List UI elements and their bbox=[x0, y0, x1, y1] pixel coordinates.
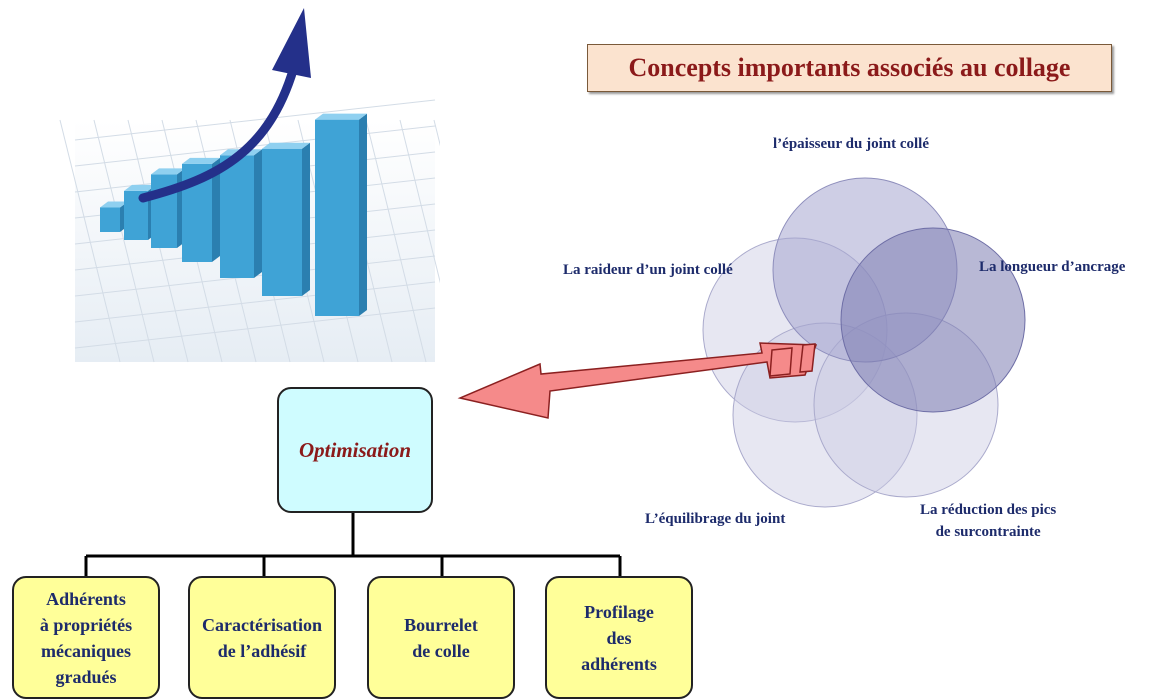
bar-side bbox=[212, 157, 220, 262]
optimisation-box: Optimisation bbox=[277, 387, 433, 513]
venn-label-raideur: La raideur d’un joint collé bbox=[563, 262, 733, 278]
arrow-to-optimisation bbox=[457, 342, 818, 419]
bar-side bbox=[359, 113, 367, 317]
venn-label-reduction: La réduction des pics de surcontrainte bbox=[920, 502, 1057, 540]
bar-top bbox=[124, 184, 156, 191]
bar-top bbox=[182, 157, 220, 164]
venn-label-epaisseur: l’épaisseur du joint collé bbox=[773, 136, 929, 152]
bar-top bbox=[151, 168, 185, 175]
bar-top bbox=[100, 201, 128, 208]
arrow-dash-1 bbox=[769, 347, 793, 377]
growth-chart-illustration bbox=[59, 8, 440, 363]
title-box: Concepts importants associés au collage bbox=[587, 44, 1112, 92]
venn-circle-longueur bbox=[840, 227, 1026, 413]
bar-top bbox=[315, 113, 367, 120]
venn-label-longueur: La longueur d’ancrage bbox=[979, 259, 1126, 275]
optimisation-label: Optimisation bbox=[298, 437, 412, 462]
bar-front bbox=[100, 207, 120, 232]
growth-arrow-shaft bbox=[138, 55, 301, 203]
bar-side bbox=[302, 142, 310, 296]
bar-side bbox=[254, 149, 262, 278]
arrow-dash-2 bbox=[799, 343, 816, 373]
title-text: Concepts importants associés au collage bbox=[628, 53, 1071, 82]
venn-label-equilibrage: L’équilibrage du joint bbox=[645, 511, 786, 527]
leaf-caracterisation-adhesif: Caractérisation de l’adhésif bbox=[188, 576, 336, 699]
leaf-bourrelet-colle: Bourrelet de colle bbox=[367, 576, 515, 699]
bar-front bbox=[220, 155, 254, 278]
bar-front bbox=[262, 148, 302, 296]
leaf-profilage-adherents: Profilage des adhérents bbox=[545, 576, 693, 699]
growth-arrow-head bbox=[272, 8, 311, 78]
bar-front bbox=[315, 119, 359, 317]
illustration-bars bbox=[100, 113, 367, 317]
leaf-adherents-gradues: Adhérents à propriétés mécaniques gradué… bbox=[12, 576, 160, 699]
bar-top bbox=[262, 142, 310, 149]
